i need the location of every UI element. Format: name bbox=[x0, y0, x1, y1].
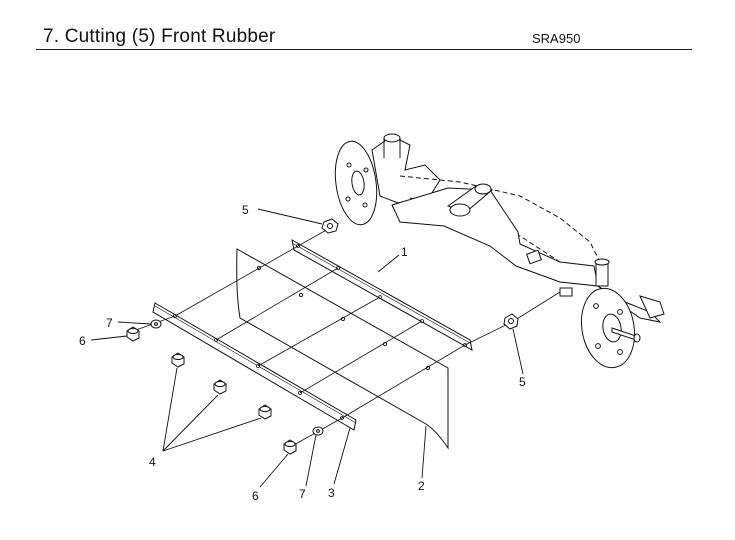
nut-6-bottom bbox=[283, 439, 297, 455]
callout-4: 4 bbox=[149, 455, 156, 469]
alignment-lines bbox=[135, 227, 561, 447]
nut-5-right bbox=[503, 313, 519, 330]
frame-assembly bbox=[334, 133, 665, 369]
retainer-plate-front bbox=[152, 302, 357, 431]
callout-1: 1 bbox=[401, 245, 408, 259]
left-hub-center bbox=[351, 170, 365, 196]
callout-6-left: 6 bbox=[79, 334, 86, 348]
left-spindle-bracket bbox=[371, 135, 441, 204]
callout-2: 2 bbox=[418, 479, 425, 493]
callout-7-bottom: 7 bbox=[299, 487, 306, 501]
callout-7-left: 7 bbox=[106, 316, 113, 330]
callout-5-upper: 5 bbox=[242, 203, 249, 217]
bolt-4-b bbox=[213, 379, 227, 395]
page-title: 7. Cutting (5) Front Rubber bbox=[43, 26, 276, 47]
callout-5-right: 5 bbox=[519, 375, 526, 389]
nut-5-upper bbox=[321, 218, 339, 234]
header-rule bbox=[36, 49, 692, 50]
axle-beam bbox=[391, 187, 599, 287]
page-header: 7. Cutting (5) Front Rubber SRA950 bbox=[0, 0, 735, 60]
callout-6-bottom: 6 bbox=[252, 489, 259, 503]
bolt-4-a bbox=[171, 352, 185, 368]
nut-6-left bbox=[126, 326, 140, 342]
front-rubber-sheet bbox=[236, 248, 449, 450]
right-spindle-post bbox=[595, 261, 609, 287]
leader-lines bbox=[90, 208, 524, 488]
model-code: SRA950 bbox=[532, 31, 581, 46]
bolt-4-c bbox=[258, 404, 272, 420]
callout-3: 3 bbox=[328, 486, 335, 500]
